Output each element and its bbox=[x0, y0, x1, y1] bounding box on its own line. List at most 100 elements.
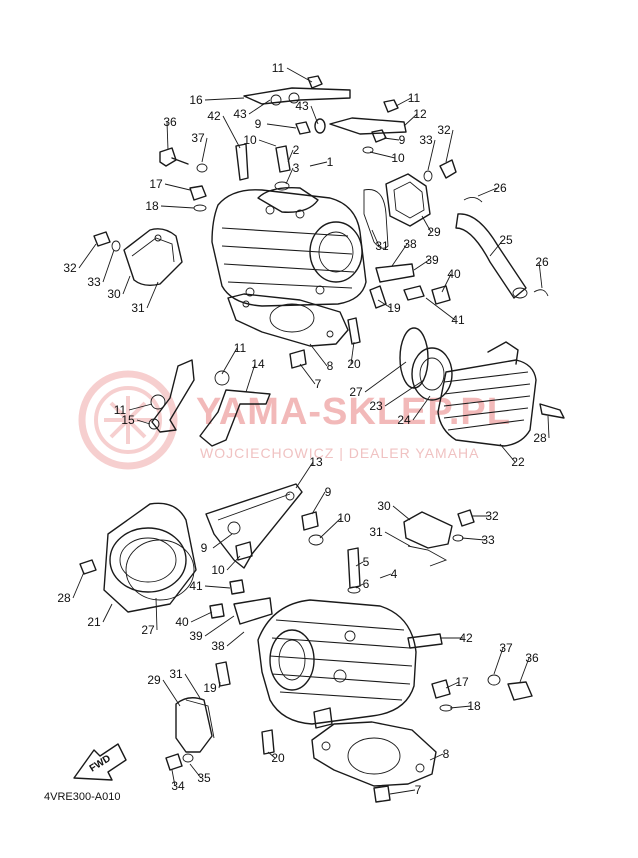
part-callout-35: 35 bbox=[197, 771, 211, 785]
part-callout-11: 11 bbox=[272, 61, 285, 75]
part-callout-11: 11 bbox=[114, 403, 127, 417]
leader-line-c19a bbox=[377, 299, 392, 309]
leader-line-c40a bbox=[441, 273, 452, 293]
part-callout-41: 41 bbox=[451, 313, 465, 327]
leader-line-c38b bbox=[226, 631, 245, 647]
lower-head-gasket bbox=[311, 721, 437, 787]
watermark-logo-icon bbox=[78, 370, 178, 470]
part-callout-7: 7 bbox=[415, 783, 422, 797]
lower-fasteners bbox=[79, 509, 533, 803]
leader-line-c22 bbox=[499, 443, 516, 463]
leader-line-c23 bbox=[384, 379, 425, 407]
leader-line-c41a bbox=[425, 297, 456, 321]
leader-line-c31c bbox=[384, 531, 411, 547]
part-callout-7: 7 bbox=[315, 377, 322, 391]
part-callout-11: 11 bbox=[234, 341, 247, 355]
leader-line-c36a bbox=[166, 121, 169, 151]
leader-line-c31a bbox=[146, 281, 159, 309]
part-callout-32: 32 bbox=[63, 261, 77, 275]
intake-pipe bbox=[455, 197, 549, 299]
leader-line-c9a bbox=[266, 123, 297, 129]
part-callout-20: 20 bbox=[271, 751, 285, 765]
part-callout-40: 40 bbox=[175, 615, 189, 629]
leader-line-c15 bbox=[136, 419, 151, 425]
part-callout-42: 42 bbox=[459, 631, 473, 645]
leader-line-c8a bbox=[309, 343, 328, 367]
leader-line-c16 bbox=[204, 97, 245, 101]
leader-line-c20a bbox=[350, 341, 355, 365]
watermark-brand: YAMA-SKLEP.PL bbox=[196, 391, 511, 433]
leader-line-c34 bbox=[171, 769, 176, 787]
part-callout-5: 5 bbox=[363, 555, 370, 569]
lower-valve-cover bbox=[175, 697, 215, 753]
leader-line-c17a bbox=[164, 183, 191, 191]
part-callout-30: 30 bbox=[377, 499, 391, 513]
part-callout-8: 8 bbox=[443, 747, 450, 761]
part-callout-30: 30 bbox=[107, 287, 121, 301]
part-callout-33: 33 bbox=[87, 275, 101, 289]
leader-line-c10c bbox=[319, 517, 342, 539]
part-callout-33: 33 bbox=[481, 533, 495, 547]
leader-line-c7b bbox=[389, 789, 416, 795]
leader-line-c33b bbox=[102, 249, 115, 283]
part-callout-37: 37 bbox=[191, 131, 205, 145]
part-callout-29: 29 bbox=[427, 225, 441, 239]
part-callout-31: 31 bbox=[131, 301, 145, 315]
leader-line-c2a bbox=[287, 149, 294, 163]
upper-right-cover bbox=[363, 173, 431, 249]
leader-line-c21 bbox=[102, 603, 113, 623]
part-callout-38: 38 bbox=[403, 237, 417, 251]
lower-cylinder-head bbox=[257, 599, 417, 729]
part-callout-38: 38 bbox=[211, 639, 225, 653]
leader-line-c26a bbox=[477, 187, 498, 197]
leader-line-c14 bbox=[245, 363, 256, 393]
part-callout-13: 13 bbox=[309, 455, 323, 469]
part-callout-28: 28 bbox=[57, 591, 71, 605]
part-callout-19: 19 bbox=[203, 681, 217, 695]
part-callout-9: 9 bbox=[201, 541, 208, 555]
part-callout-26: 26 bbox=[535, 255, 549, 269]
upper-fasteners bbox=[93, 75, 457, 369]
leader-line-c32a bbox=[445, 129, 454, 163]
part-callout-21: 21 bbox=[87, 615, 101, 629]
part-callout-18: 18 bbox=[145, 199, 159, 213]
leader-line-c9d bbox=[212, 533, 233, 549]
part-callout-43: 43 bbox=[233, 107, 247, 121]
part-callout-24: 24 bbox=[397, 413, 411, 427]
leader-line-c28a bbox=[547, 415, 550, 439]
leader-line-c26b bbox=[538, 261, 543, 289]
part-callout-12: 12 bbox=[413, 107, 427, 121]
part-callout-10: 10 bbox=[391, 151, 405, 165]
part-callout-1: 1 bbox=[327, 155, 334, 169]
leader-line-c7a bbox=[299, 363, 316, 385]
part-callout-36: 36 bbox=[163, 115, 177, 129]
part-callout-23: 23 bbox=[369, 399, 383, 413]
lower-left-cover bbox=[103, 502, 197, 613]
diagram-code: 4VRE300-A010 bbox=[44, 791, 120, 803]
leader-line-c10b bbox=[369, 151, 396, 159]
part-callout-17: 17 bbox=[455, 675, 469, 689]
leader-line-c3a bbox=[285, 167, 294, 185]
part-callout-33: 33 bbox=[419, 133, 433, 147]
part-callout-17: 17 bbox=[149, 177, 163, 191]
leader-line-c12 bbox=[403, 113, 418, 127]
part-callout-32: 32 bbox=[437, 123, 451, 137]
watermark-subtitle: WOJCIECHOWICZ | DEALER YAMAHA bbox=[200, 445, 479, 461]
part-callout-36: 36 bbox=[525, 651, 539, 665]
part-callout-42: 42 bbox=[207, 109, 221, 123]
part-callout-31: 31 bbox=[369, 525, 383, 539]
part-callout-2: 2 bbox=[293, 143, 300, 157]
watermark: YAMA-SKLEP.PL WOJCIECHOWICZ | DEALER YAM… bbox=[78, 370, 511, 470]
leader-line-c9c bbox=[311, 491, 326, 515]
part-callout-22: 22 bbox=[511, 455, 525, 469]
leader-line-c20b bbox=[267, 751, 276, 759]
leader-line-c19b bbox=[218, 681, 221, 689]
part-callout-8: 8 bbox=[327, 359, 334, 373]
part-callout-31: 31 bbox=[375, 239, 389, 253]
part-callout-37: 37 bbox=[499, 641, 513, 655]
leader-line-c29a bbox=[421, 215, 432, 233]
part-callout-27: 27 bbox=[349, 385, 363, 399]
leader-line-c11d bbox=[128, 403, 153, 411]
